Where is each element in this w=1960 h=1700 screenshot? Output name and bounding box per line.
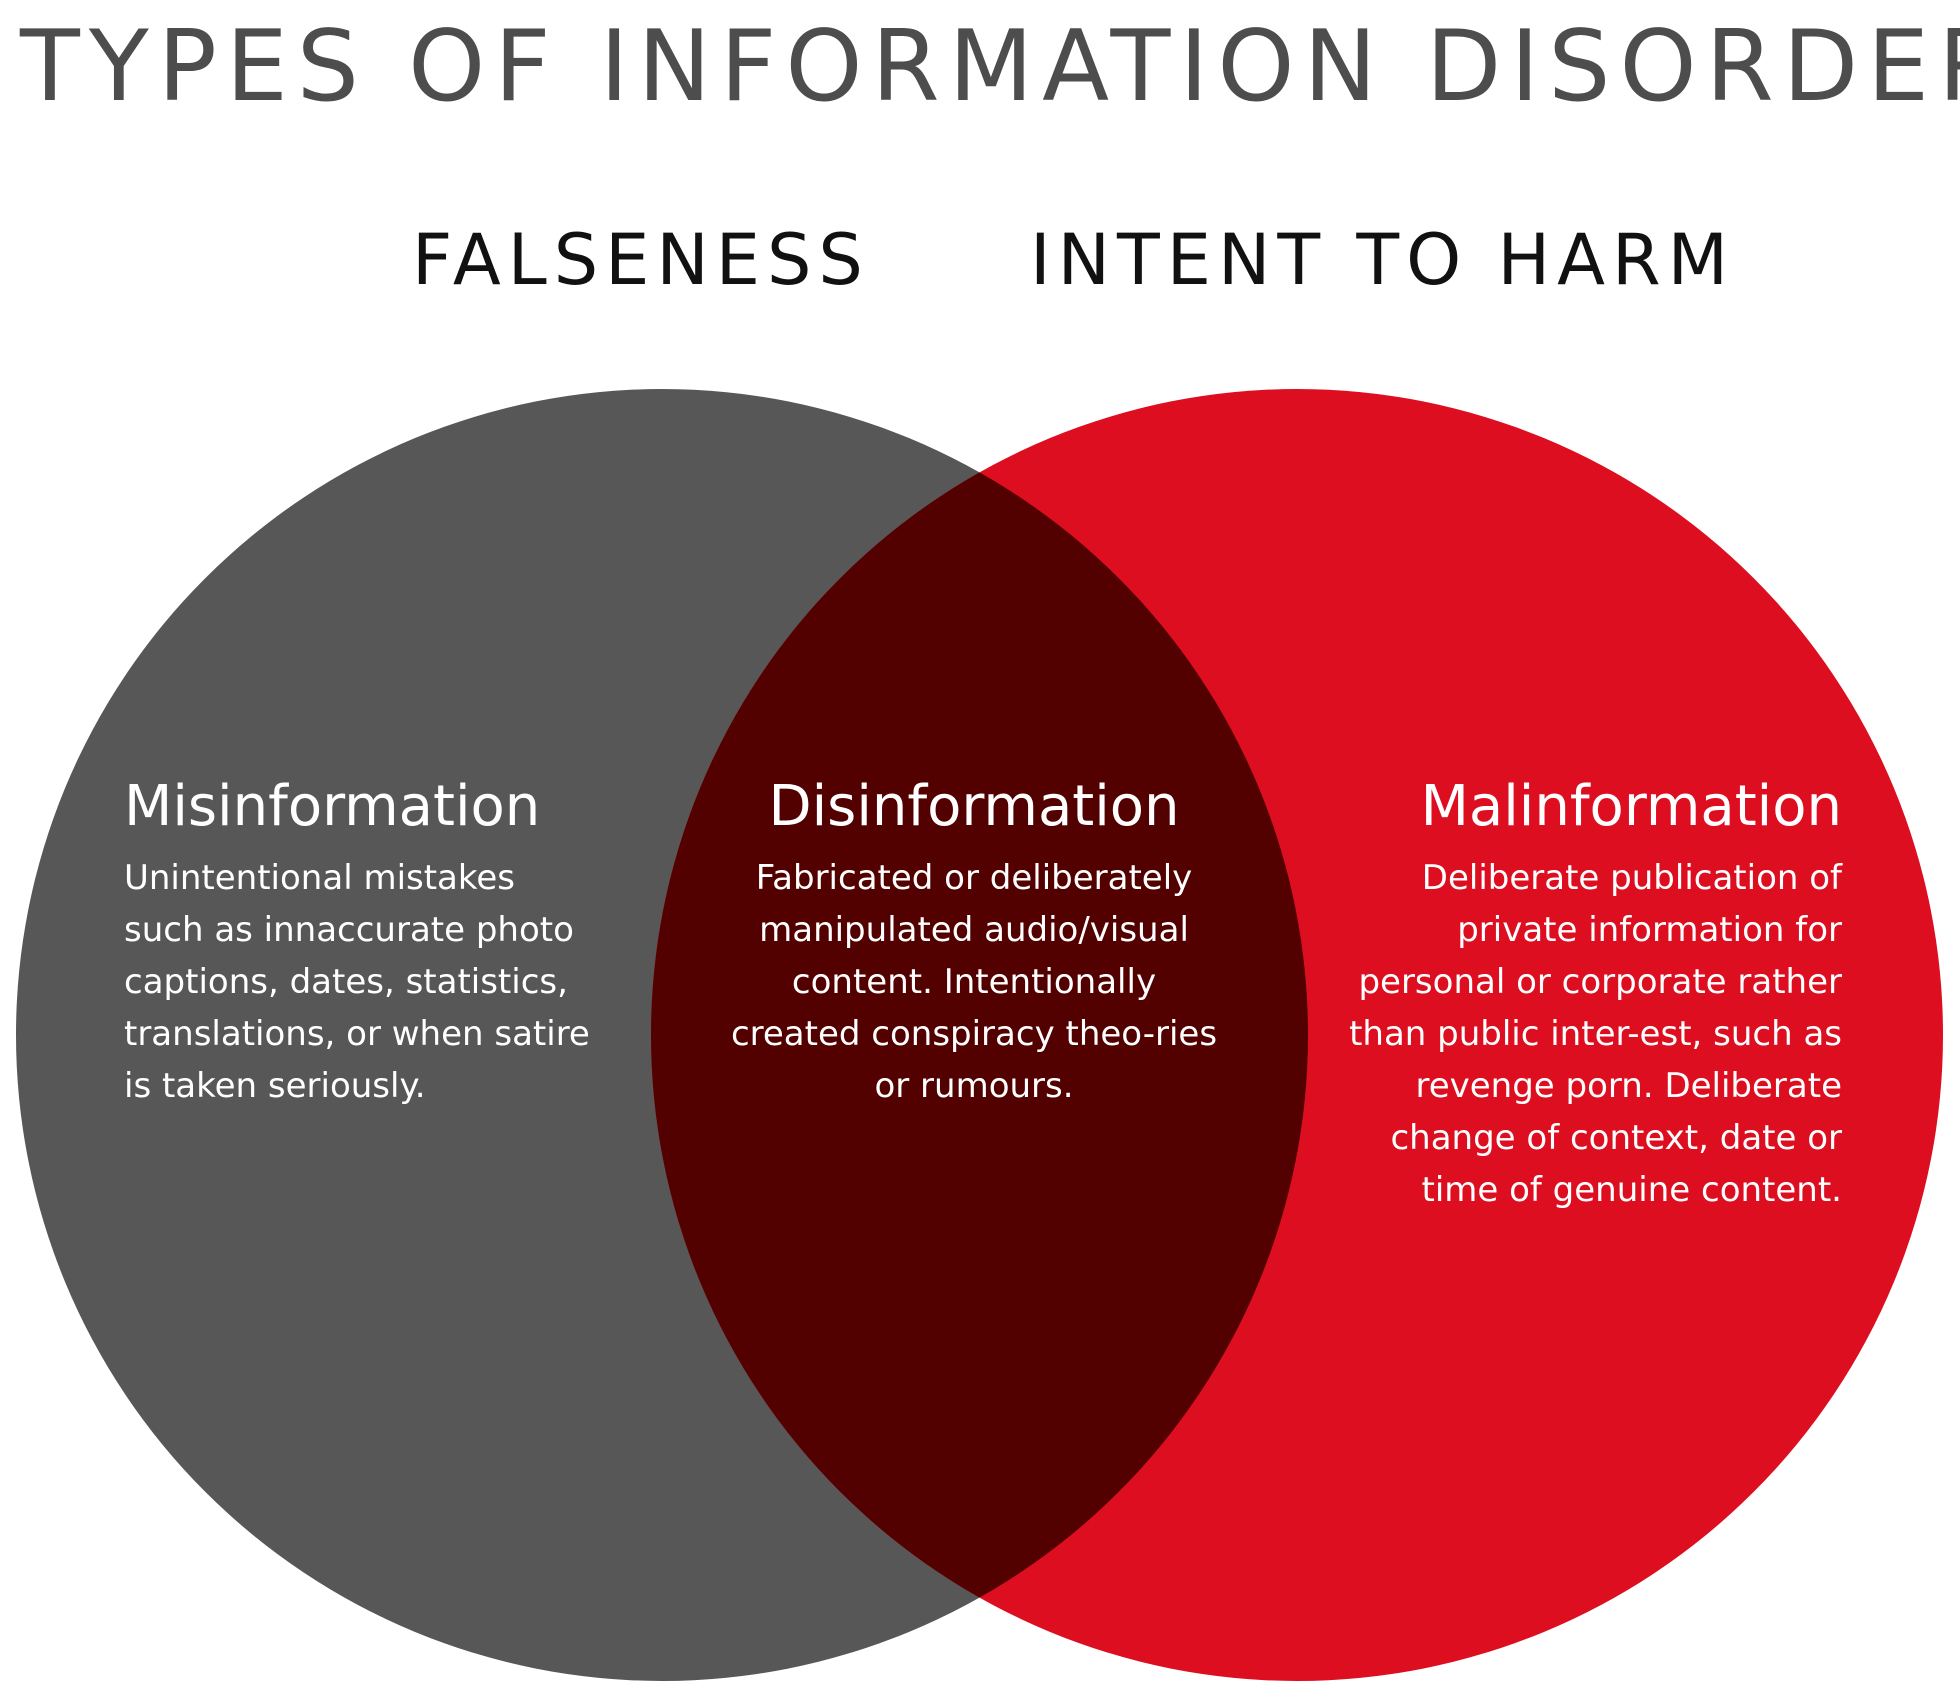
diagram-title: TYPES OF INFORMATION DISORDER: [20, 10, 1960, 124]
overlap-region: [651, 389, 1308, 1681]
disinformation-heading: Disinformation: [768, 774, 1180, 839]
misinformation-region: Misinformation Unintentional mistakes su…: [124, 773, 594, 1112]
falseness-set-label: FALSENESS: [412, 219, 870, 301]
misinformation-description: Unintentional mistakes such as innaccura…: [124, 858, 590, 1107]
malinformation-description: Deliberate publication of private inform…: [1349, 858, 1842, 1211]
misinformation-heading: Misinformation: [124, 774, 541, 839]
malinformation-region: Malinformation Deliberate publication of…: [1340, 773, 1842, 1216]
malinformation-heading: Malinformation: [1420, 774, 1842, 839]
intent-to-harm-set-label: INTENT TO HARM: [1030, 219, 1736, 301]
disinformation-region: Disinformation Fabricated or deliberatel…: [724, 773, 1224, 1112]
disinformation-description: Fabricated or deliberately manipulated a…: [730, 858, 1218, 1107]
